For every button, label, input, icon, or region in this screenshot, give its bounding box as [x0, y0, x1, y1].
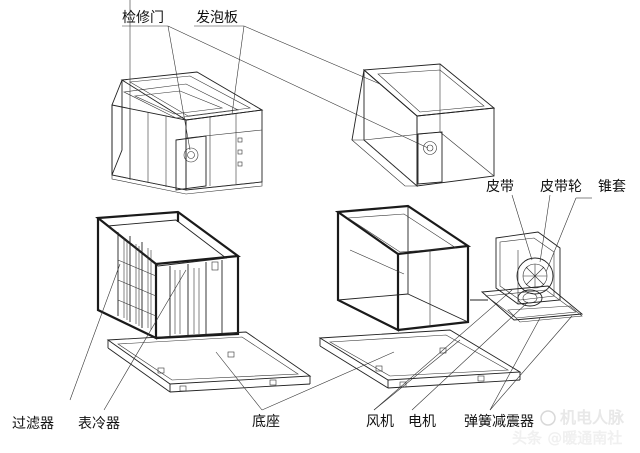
- label-spring-damper: 弹簧减震器: [464, 414, 534, 430]
- watermark-logo-icon: [540, 410, 556, 426]
- label-foam-panel: 发泡板: [196, 10, 238, 26]
- watermark-top: 机电人脉: [560, 408, 625, 427]
- base-right: [318, 329, 522, 389]
- filter-coil-frame: [95, 210, 241, 340]
- leader-lines: [69, 25, 592, 411]
- watermark-bottom: 头条 @暖通南社: [512, 429, 622, 447]
- label-access-door: 检修门: [122, 10, 164, 26]
- empty-frame: [334, 204, 472, 332]
- label-base: 底座: [252, 414, 280, 430]
- watermark: 机电人脉 头条 @暖通南社: [512, 408, 625, 447]
- label-motor: 电机: [408, 414, 436, 430]
- housing-assembled: [111, 0, 264, 195]
- coil-fins: [117, 238, 200, 334]
- base-left: [106, 331, 312, 393]
- housing-open: [351, 63, 496, 187]
- label-fan: 风机: [366, 414, 394, 430]
- label-cooling-coil: 表冷器: [78, 416, 120, 432]
- label-pulley: 皮带轮: [540, 179, 582, 195]
- label-filter: 过滤器: [12, 416, 54, 432]
- label-taper-sleeve: 锥套: [598, 179, 626, 195]
- label-belt: 皮带: [486, 179, 514, 195]
- fan-motor-assembly: [470, 231, 584, 323]
